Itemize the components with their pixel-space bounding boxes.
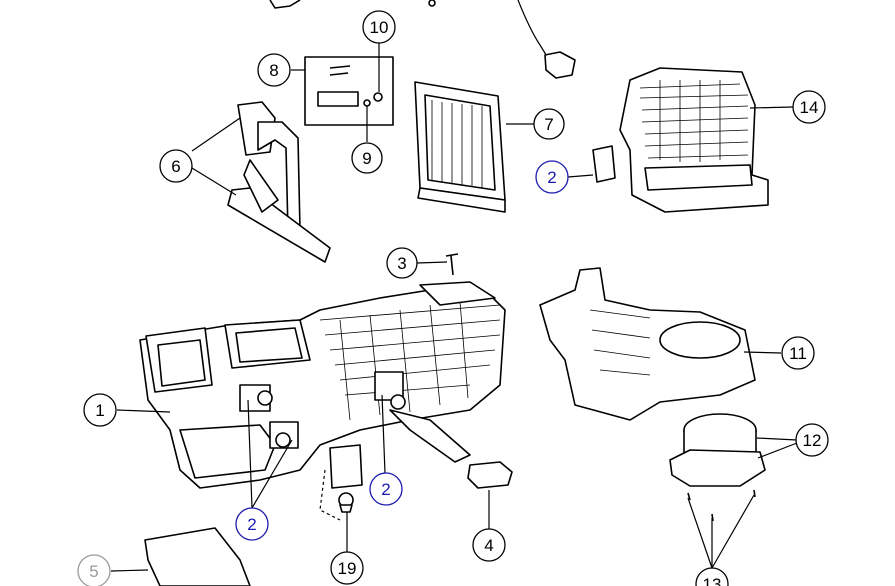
callout-3-label: 3 — [397, 254, 406, 273]
callout-6: 6 — [159, 149, 193, 183]
part-12-blower-motor — [669, 413, 766, 487]
part-11-blower-housing — [539, 267, 756, 421]
callout-10: 10 — [362, 10, 396, 44]
callout-8-label: 8 — [269, 61, 278, 80]
part-19-grommet — [338, 492, 354, 513]
callout-2a: 2 — [235, 507, 269, 541]
part-14-distribution-duct — [619, 67, 769, 213]
callout-4: 4 — [472, 528, 506, 562]
callout-13: 13 — [695, 567, 729, 586]
callout-2c-label: 2 — [547, 168, 556, 187]
top-cable-part — [269, 0, 576, 79]
callout-19-label: 19 — [338, 559, 357, 578]
callout-3: 3 — [386, 247, 418, 279]
part-6-heater-core — [227, 101, 331, 263]
callout-2c: 2 — [535, 160, 569, 194]
callout-14: 14 — [792, 90, 826, 124]
leader-lines — [110, 43, 798, 572]
callout-4-label: 4 — [484, 536, 493, 555]
part-5-duct — [144, 527, 251, 586]
part-7-evaporator — [414, 81, 506, 213]
part-4-blower-resistor — [467, 461, 513, 489]
part-1-hvac-housing — [139, 281, 506, 521]
callout-2a-label: 2 — [247, 515, 256, 534]
callout-1: 1 — [83, 393, 117, 427]
part-13-screws — [687, 489, 756, 522]
callout-12-label: 12 — [803, 431, 822, 450]
callout-11-label: 11 — [789, 344, 807, 363]
part-3-screw — [445, 253, 459, 276]
callout-1-label: 1 — [95, 401, 104, 420]
callout-7: 7 — [533, 108, 565, 140]
callout-10-label: 10 — [370, 18, 389, 37]
callout-7-label: 7 — [544, 115, 553, 134]
callout-2b-label: 2 — [381, 480, 390, 499]
callout-9-label: 9 — [362, 149, 371, 168]
callout-9: 9 — [351, 142, 383, 174]
callout-12: 12 — [795, 423, 829, 457]
callout-11: 11 — [781, 336, 815, 370]
callout-2b: 2 — [369, 472, 403, 506]
callout-5: 5 — [77, 554, 111, 586]
callout-6-label: 6 — [171, 157, 180, 176]
callout-5-label: 5 — [89, 562, 98, 581]
callout-19: 19 — [330, 551, 364, 585]
part-2-actuator-top — [592, 145, 616, 183]
callout-13-label: 13 — [703, 575, 722, 586]
callout-14-label: 14 — [800, 98, 819, 117]
callout-8: 8 — [257, 53, 291, 87]
part-8-kit — [304, 56, 394, 126]
